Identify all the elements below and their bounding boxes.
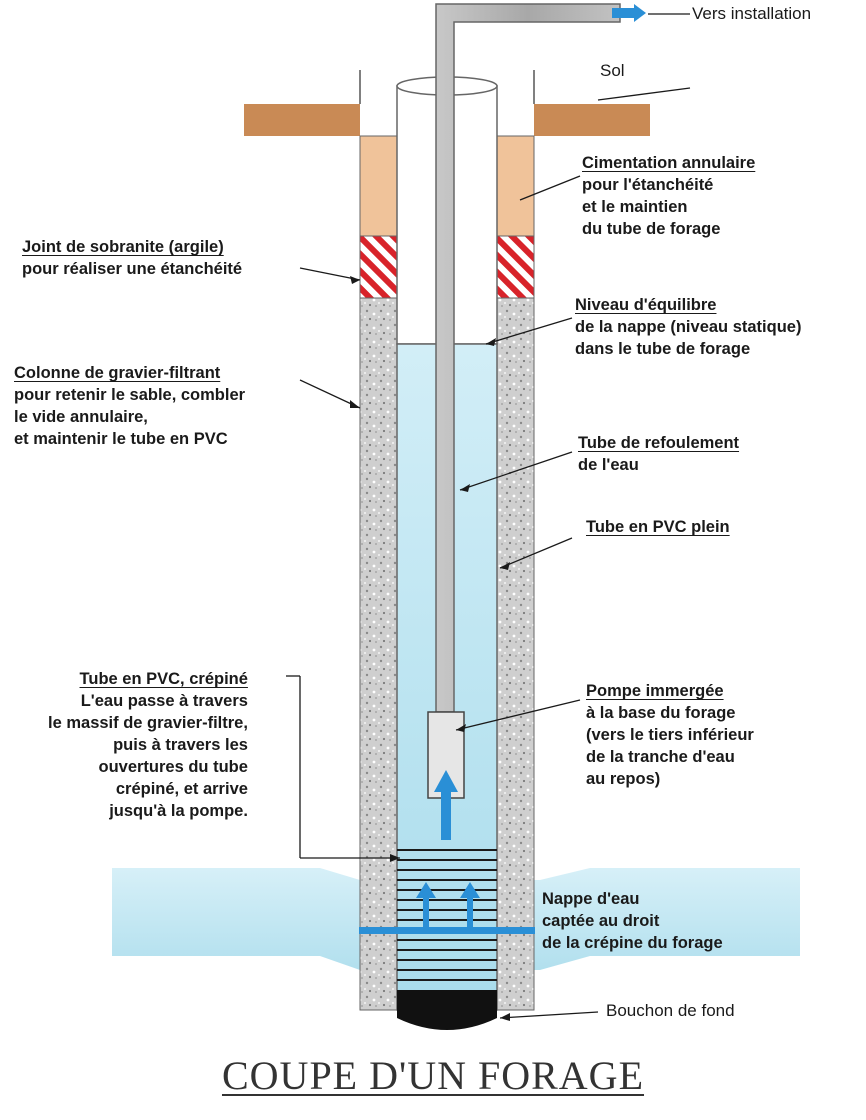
clay-left (359, 235, 398, 299)
soil-right (534, 104, 650, 136)
label-pvc-plein: Tube en PVC plein (586, 518, 730, 536)
flow-arrow-icon (359, 4, 646, 934)
label-bouchon: Bouchon de fond (606, 1001, 735, 1020)
label-vers-installation: Vers installation (692, 4, 812, 23)
gravel-right (496, 297, 535, 1011)
soil-left (244, 104, 360, 136)
label-joint: Joint de sobranite (argile)pour réaliser… (22, 238, 243, 278)
cement-left (359, 135, 398, 237)
cement-right (496, 135, 535, 237)
clay-right (496, 235, 535, 299)
label-sol: Sol (600, 61, 625, 80)
bottom-cap (397, 990, 497, 1030)
diagram-title: COUPE D'UN FORAGE (221, 1053, 645, 1098)
gravel-left (359, 297, 398, 1011)
